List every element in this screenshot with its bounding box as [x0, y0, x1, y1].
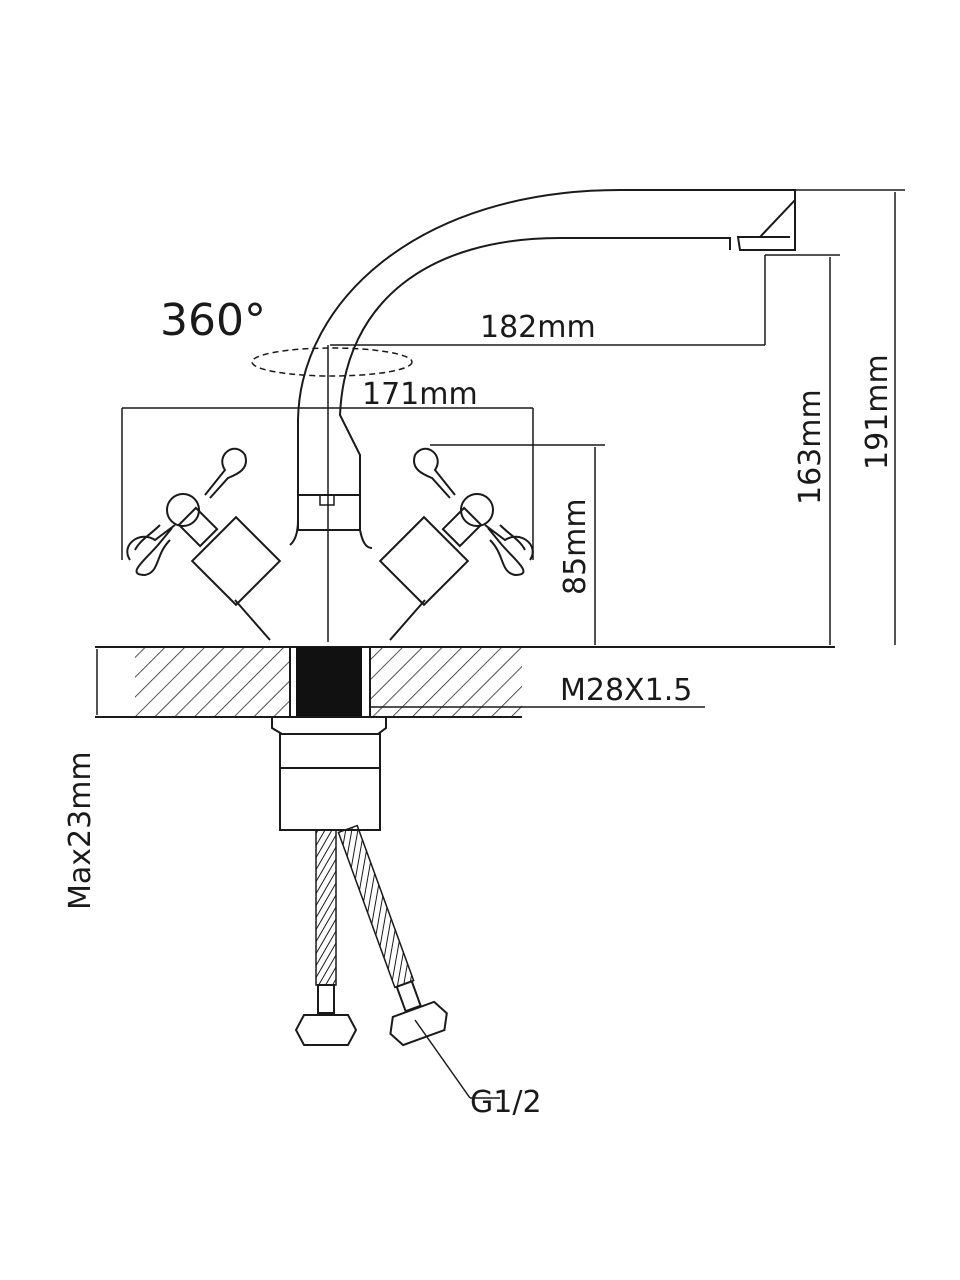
total-height-label: 191mm [860, 354, 895, 470]
mounting-nut [271, 716, 387, 831]
handle-height-label: 85mm [558, 498, 593, 595]
countertop-section [95, 646, 835, 718]
thread-spec-label: M28X1.5 [560, 673, 692, 708]
faucet-body [234, 189, 796, 641]
left-cross-handle [126, 447, 282, 607]
rotation-ellipse [251, 347, 413, 377]
spout-reach-label: 182mm [480, 310, 596, 345]
threaded-stem [296, 647, 362, 717]
dimension-lines [96, 189, 905, 1099]
hose-angled [337, 824, 448, 1047]
hose-straight [294, 829, 358, 1046]
hose-connector-label: G1/2 [470, 1085, 542, 1120]
handle-span-label: 171mm [362, 377, 478, 412]
max-countertop-label: Max23mm [63, 751, 98, 910]
rotation-label: 360° [160, 295, 266, 346]
right-cross-handle [378, 447, 534, 607]
outlet-height-label: 163mm [793, 389, 828, 505]
